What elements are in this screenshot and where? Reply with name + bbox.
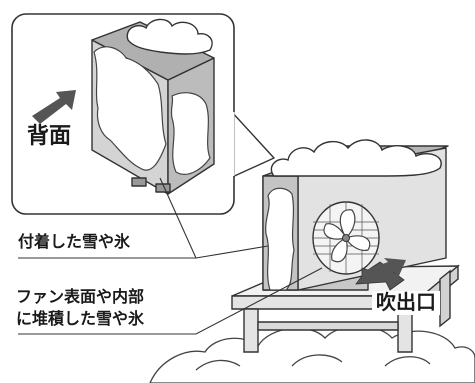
outlet-label: 吹出口 bbox=[372, 291, 440, 315]
fan-snow-label-line2: に堆積した雪や氷 bbox=[16, 309, 145, 328]
fan-snow-label-line1: ファン表面や内部 bbox=[16, 287, 145, 306]
fan-snow-label: ファン表面や内部 に堆積した雪や氷 bbox=[16, 286, 144, 330]
fan-icon bbox=[312, 201, 380, 275]
attached-snow-label: 付着した雪や氷 bbox=[18, 232, 131, 251]
arrow-icon bbox=[32, 90, 76, 124]
leader-lines bbox=[18, 177, 323, 335]
back-label: 背面 bbox=[27, 124, 72, 149]
arrow-icon bbox=[366, 258, 406, 280]
inset-callout bbox=[11, 13, 275, 215]
top-snow bbox=[270, 139, 442, 177]
side-snow bbox=[265, 187, 295, 291]
ground-snow bbox=[149, 325, 475, 383]
